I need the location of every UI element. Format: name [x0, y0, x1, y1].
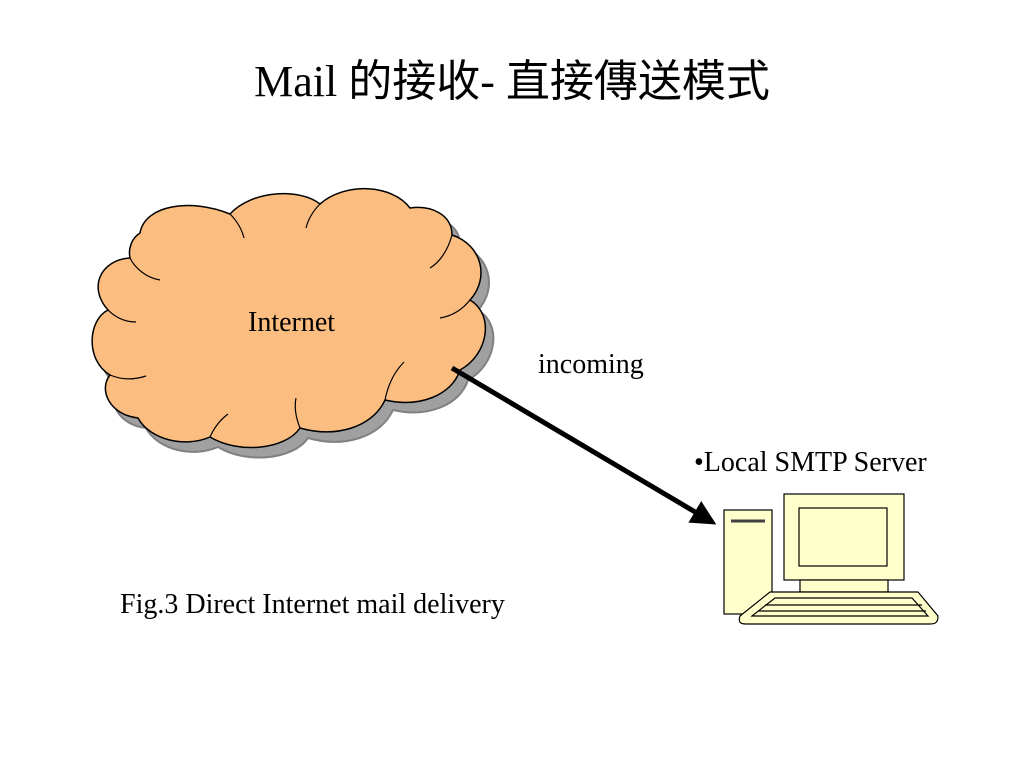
- incoming-label: incoming: [538, 349, 644, 380]
- figure-caption: Fig.3 Direct Internet mail delivery: [120, 589, 505, 620]
- server-label: •Local SMTP Server: [694, 447, 927, 478]
- cloud-inner-arcs: [107, 203, 471, 438]
- incoming-arrow: [450, 365, 717, 525]
- cloud-label: Internet: [248, 307, 336, 338]
- slide-title: Mail 的接收- 直接傳送模式: [254, 57, 770, 106]
- desktop-computer-icon: [723, 493, 939, 625]
- internet-cloud: [91, 187, 487, 449]
